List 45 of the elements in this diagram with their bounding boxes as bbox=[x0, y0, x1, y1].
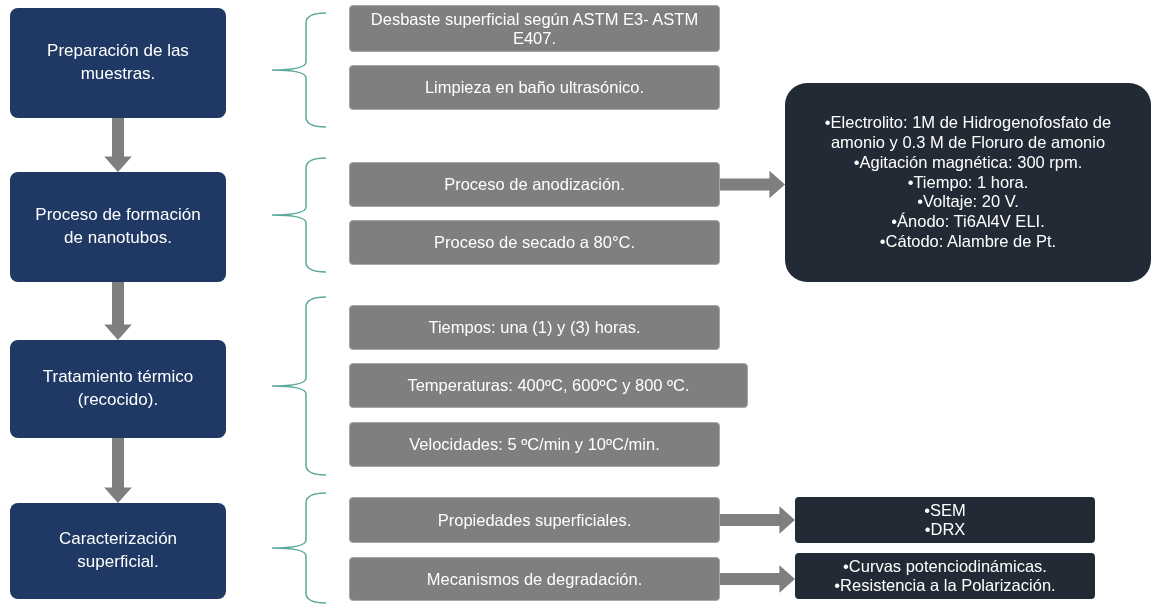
box-text: Proceso de anodización. bbox=[444, 175, 625, 194]
process-box bbox=[10, 8, 226, 118]
detail-box bbox=[349, 497, 720, 543]
box-text: •DRX bbox=[924, 520, 966, 539]
box-text: Limpieza en baño ultrasónico. bbox=[424, 78, 645, 97]
box-text: •Electrolito: 1M de Hidrogenofosfato de amonio y 0.3 M de Floruro de amonio bbox=[823, 113, 1113, 153]
process-box bbox=[10, 503, 226, 599]
box-text: •Agitación magnética: 300 rpm. bbox=[853, 152, 1083, 173]
technique-box bbox=[795, 553, 1095, 599]
box-text: Tiempos: una (1) y (3) horas. bbox=[428, 318, 641, 337]
detail-box bbox=[349, 162, 720, 207]
detail-box bbox=[349, 305, 720, 350]
process-box bbox=[10, 172, 226, 282]
box-text: Tratamiento térmico (recocido). bbox=[41, 366, 195, 411]
technique-box bbox=[795, 497, 1095, 543]
detail-box bbox=[349, 5, 720, 52]
block-arrow bbox=[720, 565, 795, 593]
box-text: •Tiempo: 1 hora. bbox=[907, 172, 1029, 193]
box-text: Desbaste superficial según ASTM E3- ASTM E407. bbox=[369, 9, 700, 48]
box-text: •Cátodo: Alambre de Pt. bbox=[879, 232, 1057, 252]
detail-box bbox=[349, 363, 748, 408]
box-text: •Ánodo: Ti6Al4V ELI. bbox=[891, 212, 1045, 232]
block-arrow bbox=[104, 282, 132, 340]
detail-box bbox=[349, 557, 720, 601]
box-text: Temperaturas: 400ºC, 600ºC y 800 ºC. bbox=[407, 376, 690, 395]
detail-box bbox=[349, 422, 720, 467]
detail-box bbox=[349, 65, 720, 110]
block-arrow bbox=[720, 170, 785, 199]
detail-box bbox=[349, 220, 720, 265]
box-text: Mecanismos de degradación. bbox=[426, 569, 643, 589]
box-text: •Curvas potenciodinámicas. bbox=[843, 557, 1047, 576]
box-text: Propiedades superficiales. bbox=[437, 510, 632, 530]
box-text: •SEM bbox=[924, 501, 966, 520]
block-arrow bbox=[720, 506, 795, 534]
box-text: •Resistencia a la Polarización. bbox=[834, 576, 1056, 595]
block-arrow bbox=[104, 118, 132, 172]
block-arrow bbox=[104, 438, 132, 503]
box-text: Proceso de formación de nanotubos. bbox=[34, 204, 202, 249]
box-text: Proceso de secado a 80°C. bbox=[433, 233, 636, 252]
parameter-box bbox=[785, 83, 1151, 282]
box-text: Velocidades: 5 ºC/min y 10ºC/min. bbox=[409, 435, 660, 454]
box-text: Caracterización superficial. bbox=[57, 528, 179, 573]
process-box bbox=[10, 340, 226, 438]
box-text: •Voltaje: 20 V. bbox=[917, 192, 1019, 212]
box-text: Preparación de las muestras. bbox=[46, 40, 190, 85]
